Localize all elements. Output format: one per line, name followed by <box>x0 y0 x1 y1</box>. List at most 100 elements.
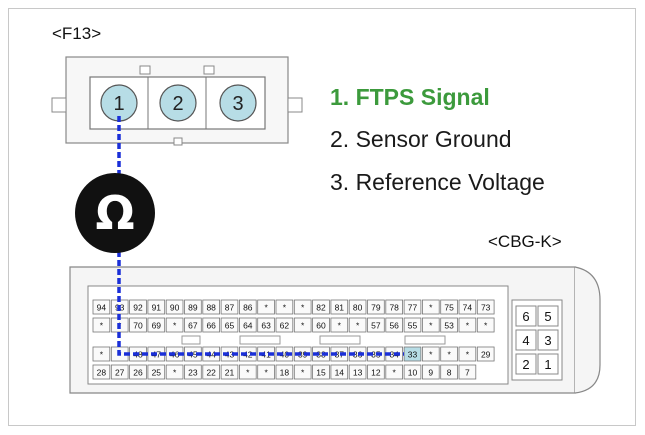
cbgk-pin-cell <box>129 364 147 380</box>
cbgk-pin-label: 63 <box>261 321 271 331</box>
cbgk-pin-cell <box>330 299 349 315</box>
cbgk-pin-label: 87 <box>225 303 235 313</box>
cbgk-pin-cell <box>220 364 239 380</box>
cbgk-pin-label: * <box>429 321 433 331</box>
cbgk-pin-cell <box>92 317 111 333</box>
cbgk-pin-label: * <box>173 321 177 331</box>
cbgk-pin-cell <box>440 317 458 333</box>
cbgk-pin-label: 42 <box>243 350 253 360</box>
cbgk-pin-cell <box>330 317 349 333</box>
cbgk-pin-cell <box>367 317 385 333</box>
cbgk-pin-cell <box>421 299 440 315</box>
cbgk-pin-label: * <box>466 321 470 331</box>
ohm-symbol: Ω <box>95 186 134 240</box>
cbgk-pin-label: 94 <box>97 303 107 313</box>
cbgk-pin-label: 26 <box>133 368 143 378</box>
cbgk-pin-label: 37 <box>335 350 345 360</box>
cbgk-pin-cell <box>202 364 221 380</box>
legend-item-sensor-ground: 2. Sensor Ground <box>330 126 512 152</box>
f13-connector: 1 2 3 <box>51 56 303 146</box>
cbgk-pin-label: 41 <box>261 350 271 360</box>
cbgk-pin-label: * <box>393 368 397 378</box>
cbgk-pin-label: 53 <box>444 321 454 331</box>
cbgk-pin-label: 74 <box>463 303 473 313</box>
cbgk-pin-label: * <box>100 350 104 360</box>
cbgk-pin-cell <box>220 299 239 315</box>
cbgk-pin-cell <box>202 317 221 333</box>
cbgk-pin-cell <box>293 346 312 362</box>
cbgk-pin-label: 9 <box>428 368 433 378</box>
cbgk-pin-cell <box>476 317 495 333</box>
cbgk-pin-label: * <box>100 321 104 331</box>
cbgk-pin-label: 25 <box>152 368 162 378</box>
cbgk-pin-cell <box>348 317 367 333</box>
cbgk-side-pin-label: 6 <box>522 309 529 324</box>
cbgk-side-pin-cell <box>537 329 559 351</box>
cbgk-pin-label: 78 <box>389 303 399 313</box>
cbgk-side-pin-label: 1 <box>544 357 551 372</box>
f13-pin-3 <box>219 84 257 122</box>
cbgk-pin-label: 18 <box>280 368 290 378</box>
cbgk-pin-label: * <box>301 321 305 331</box>
cbgk-pin-label: 15 <box>316 368 326 378</box>
cbgk-pin-label: 14 <box>335 368 345 378</box>
cbgk-pin-cell <box>348 299 367 315</box>
cbgk-pin-cell <box>421 364 440 380</box>
cbgk-pin-label: 82 <box>316 303 326 313</box>
cbgk-pin-label: 89 <box>188 303 198 313</box>
cbgk-side-pin-label: 4 <box>522 333 529 348</box>
cbgk-pin-cell <box>92 364 111 380</box>
cbgk-pin-label: 81 <box>335 303 345 313</box>
cbgk-pin-label: 91 <box>152 303 162 313</box>
cbgk-side-pin-cell <box>515 353 537 375</box>
cbgk-pin-label: 79 <box>371 303 381 313</box>
cbgk-pin-cell <box>476 299 495 315</box>
cbgk-pin-label: 43 <box>225 350 235 360</box>
cbgk-pin-label: 75 <box>444 303 454 313</box>
cbgk-pin-label: 45 <box>188 350 198 360</box>
cbgk-pin-cell <box>147 299 166 315</box>
cbgk-side-pin-cell <box>537 353 559 375</box>
cbgk-pin-cell <box>238 299 257 315</box>
cbgk-pin-cell <box>129 317 147 333</box>
cbgk-pin-label: * <box>264 303 268 313</box>
cbgk-pin-label: 57 <box>371 321 381 331</box>
cbgk-pin-cell <box>275 346 294 362</box>
cbgk-pin-cell <box>476 346 495 362</box>
ohmmeter-icon: Ω <box>75 173 155 253</box>
cbgk-pin-cell <box>257 299 275 315</box>
cbgk-pin-cell <box>275 364 294 380</box>
cbgk-pin-cell <box>312 346 330 362</box>
cbgk-pin-cell <box>92 299 111 315</box>
cbgk-pin-cell <box>421 346 440 362</box>
cbgk-pin-cell <box>312 317 330 333</box>
f13-pin-2-label: 2 <box>172 93 183 115</box>
cbgk-pin-label: 69 <box>152 321 162 331</box>
cbgk-pin-cell <box>458 364 477 380</box>
cbgk-pin-label: 86 <box>243 303 253 313</box>
cbgk-pin-cell <box>220 317 239 333</box>
cbgk-pin-label: * <box>173 368 177 378</box>
cbgk-pin-cell <box>257 317 275 333</box>
cbgk-pin-cell <box>184 299 202 315</box>
cbgk-pin-cell <box>257 346 275 362</box>
cbgk-side-pin-cell <box>515 305 537 327</box>
cbgk-pin-label: 65 <box>225 321 235 331</box>
cbgk-pin-cell <box>184 364 202 380</box>
f13-pin-3-label: 3 <box>232 93 243 115</box>
cbgk-pin-label: 88 <box>206 303 216 313</box>
cbgk-side-pin-label: 2 <box>522 357 529 372</box>
cbgk-pin-label: 36 <box>353 350 363 360</box>
cbgk-pin-cell <box>367 364 385 380</box>
cbgk-pin-cell <box>293 364 312 380</box>
measurement-wire <box>117 116 404 356</box>
cbgk-pin-label: * <box>264 368 268 378</box>
cbgk-pin-label: 38 <box>316 350 326 360</box>
cbgk-pin-cell <box>348 364 367 380</box>
cbgk-pin-cell <box>440 299 458 315</box>
cbgk-pin-cell <box>421 317 440 333</box>
cbgk-pin-label: 22 <box>206 368 216 378</box>
cbgk-pin-cell <box>165 364 184 380</box>
cbgk-side-pin-cell <box>537 305 559 327</box>
